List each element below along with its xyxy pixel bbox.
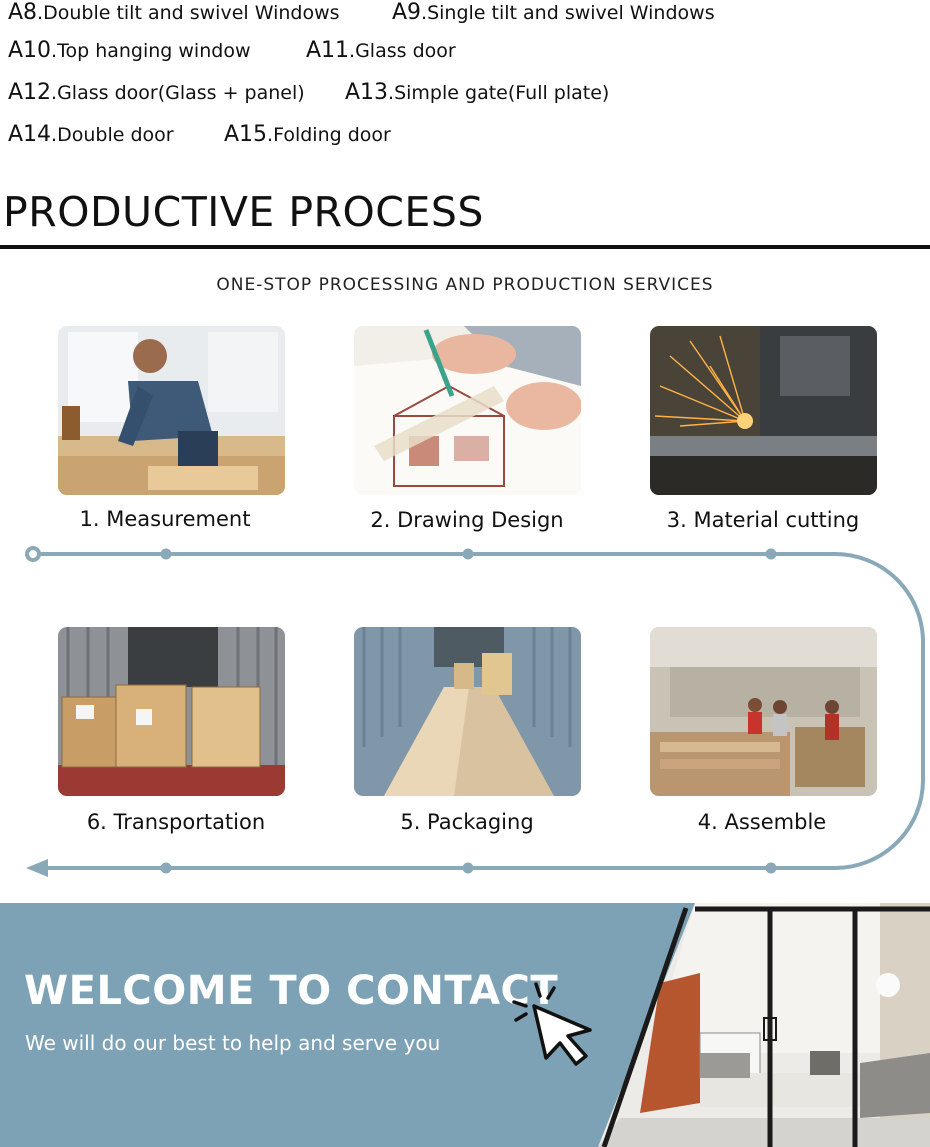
step-label-material-cutting: 3. Material cutting — [666, 508, 860, 532]
flow-node — [462, 548, 474, 560]
step-label-packaging: 5. Packaging — [400, 810, 534, 834]
flow-node — [765, 862, 777, 874]
flow-start-node — [25, 546, 41, 562]
section-subtitle: ONE-STOP PROCESSING AND PRODUCTION SERVI… — [216, 275, 714, 295]
product-item-a10: A10.Top hanging window — [8, 38, 251, 63]
flow-node — [765, 548, 777, 560]
product-item-a9: A9.Single tilt and swivel Windows — [392, 0, 715, 25]
assembly-workshop-photo — [650, 627, 877, 796]
product-item-a15: A15.Folding door — [224, 122, 391, 147]
step-label-transportation: 6. Transportation — [86, 810, 266, 834]
step-label-assemble: 4. Assemble — [697, 810, 827, 834]
contact-banner — [0, 903, 930, 1147]
flow-end-arrow — [26, 859, 48, 877]
product-item-a11: A11.Glass door — [306, 38, 456, 63]
flow-node — [462, 862, 474, 874]
step-label-drawing-design: 2. Drawing Design — [370, 508, 564, 532]
worker-measuring-photo — [58, 326, 285, 495]
product-item-a12: A12.Glass door(Glass + panel) — [8, 80, 305, 105]
product-item-a8: A8.Double tilt and swivel Windows — [8, 0, 340, 25]
flow-node — [160, 862, 172, 874]
contact-title: WELCOME TO CONTACT — [24, 968, 559, 1014]
material-cutting-photo — [650, 326, 877, 495]
interior-glass-door-photo — [598, 903, 930, 1147]
process-flow-line — [25, 546, 925, 877]
section-title: PRODUCTIVE PROCESS — [3, 188, 484, 236]
step-label-measurement: 1. Measurement — [79, 507, 251, 531]
product-item-a13: A13.Simple gate(Full plate) — [345, 80, 610, 105]
flow-node — [160, 548, 172, 560]
click-cursor-icon[interactable] — [508, 980, 598, 1066]
section-divider — [0, 245, 930, 249]
product-item-a14: A14.Double door — [8, 122, 174, 147]
container-transport-photo — [58, 627, 285, 796]
contact-subtitle: We will do our best to help and serve yo… — [25, 1031, 441, 1055]
packaging-crates-photo — [354, 627, 581, 796]
drawing-design-photo — [354, 326, 581, 495]
